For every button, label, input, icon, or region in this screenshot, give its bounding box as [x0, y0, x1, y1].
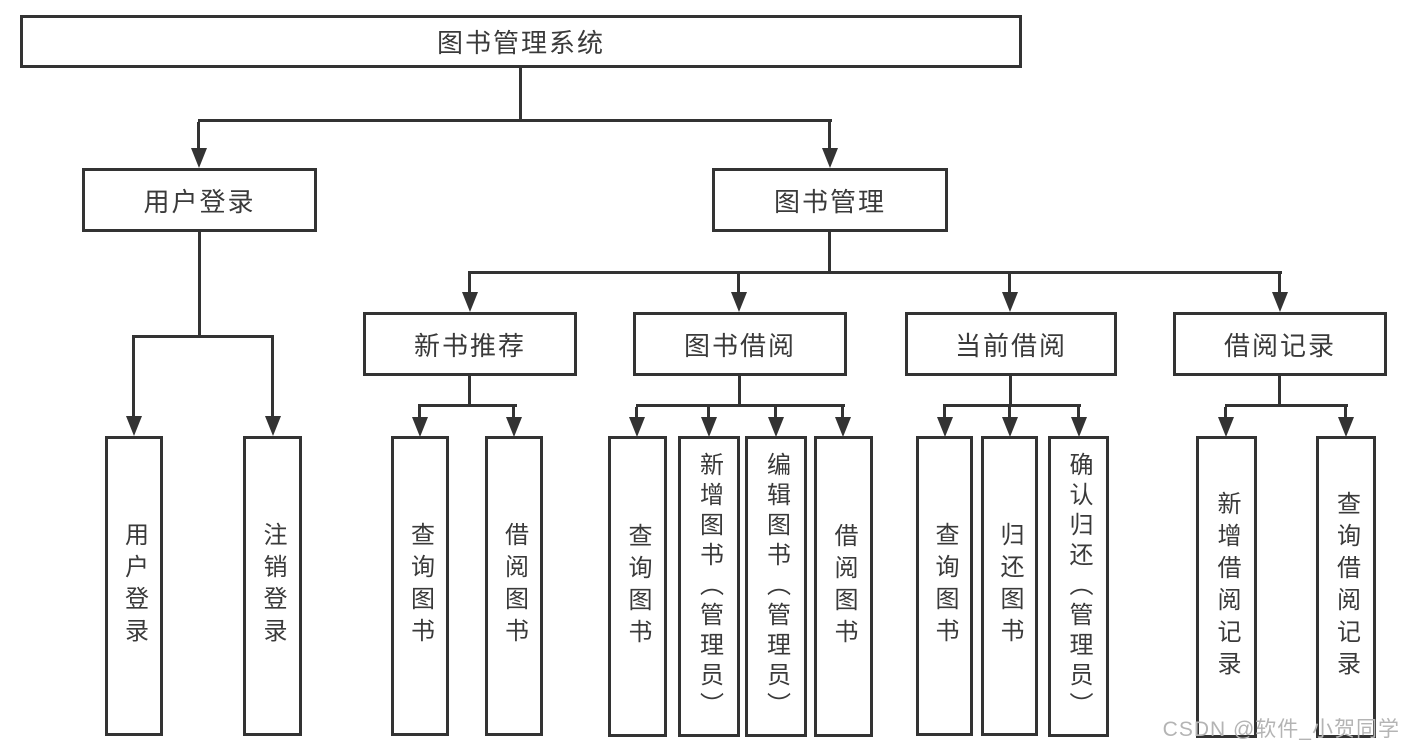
leaf-query-books-borrow: 查询图书	[608, 436, 667, 737]
arrow-down-icon	[768, 407, 784, 437]
arrow-down-icon	[731, 274, 747, 312]
arrow-down-icon	[629, 407, 645, 437]
arrow-down-icon	[1338, 407, 1354, 437]
arrow-down-icon	[1002, 274, 1018, 312]
connector-line	[418, 404, 517, 407]
leaf-add-borrow-record: 新增借阅记录	[1196, 436, 1257, 738]
leaf-edit-books-admin: 编辑图书（管理员）	[745, 436, 807, 737]
leaf-confirm-return-admin: 确认归还（管理员）	[1048, 436, 1109, 737]
connector-line	[198, 119, 832, 122]
arrow-down-icon	[126, 338, 142, 436]
connector-line	[1225, 404, 1348, 407]
arrow-down-icon	[506, 407, 522, 437]
leaf-query-books-recommend: 查询图书	[391, 436, 449, 736]
arrow-down-icon	[191, 122, 207, 168]
arrow-down-icon	[462, 274, 478, 312]
node-user-login: 用户登录	[82, 168, 317, 232]
arrow-down-icon	[1272, 274, 1288, 312]
leaf-query-books-current: 查询图书	[916, 436, 973, 736]
arrow-down-icon	[1218, 407, 1234, 437]
arrow-down-icon	[701, 407, 717, 437]
node-book-management: 图书管理	[712, 168, 948, 232]
connector-line	[1278, 376, 1281, 407]
node-borrow-records: 借阅记录	[1173, 312, 1387, 376]
connector-line	[519, 68, 522, 122]
arrow-down-icon	[835, 407, 851, 437]
connector-line	[1009, 376, 1012, 407]
arrow-down-icon	[265, 338, 281, 436]
node-book-borrow: 图书借阅	[633, 312, 847, 376]
leaf-query-borrow-record: 查询借阅记录	[1316, 436, 1376, 738]
connector-line	[636, 404, 845, 407]
arrow-down-icon	[1071, 407, 1087, 437]
leaf-logout: 注销登录	[243, 436, 302, 736]
node-root-library-system: 图书管理系统	[20, 15, 1022, 68]
arrow-down-icon	[412, 407, 428, 437]
node-new-book-recommend: 新书推荐	[363, 312, 577, 376]
connector-line	[132, 335, 274, 338]
leaf-user-login: 用户登录	[105, 436, 163, 736]
node-current-borrow: 当前借阅	[905, 312, 1117, 376]
leaf-add-books-admin: 新增图书（管理员）	[678, 436, 740, 737]
connector-line	[468, 376, 471, 407]
leaf-borrow-books-recommend: 借阅图书	[485, 436, 543, 736]
connector-line	[198, 232, 201, 338]
connector-line	[828, 232, 831, 274]
arrow-down-icon	[937, 407, 953, 437]
connector-line	[738, 376, 741, 407]
arrow-down-icon	[822, 122, 838, 168]
leaf-return-books: 归还图书	[981, 436, 1038, 736]
arrow-down-icon	[1002, 407, 1018, 437]
watermark: CSDN @软件_小贺同学	[1162, 718, 1400, 741]
leaf-borrow-books: 借阅图书	[814, 436, 873, 737]
connector-line	[468, 271, 1282, 274]
connector-line	[943, 404, 1081, 407]
